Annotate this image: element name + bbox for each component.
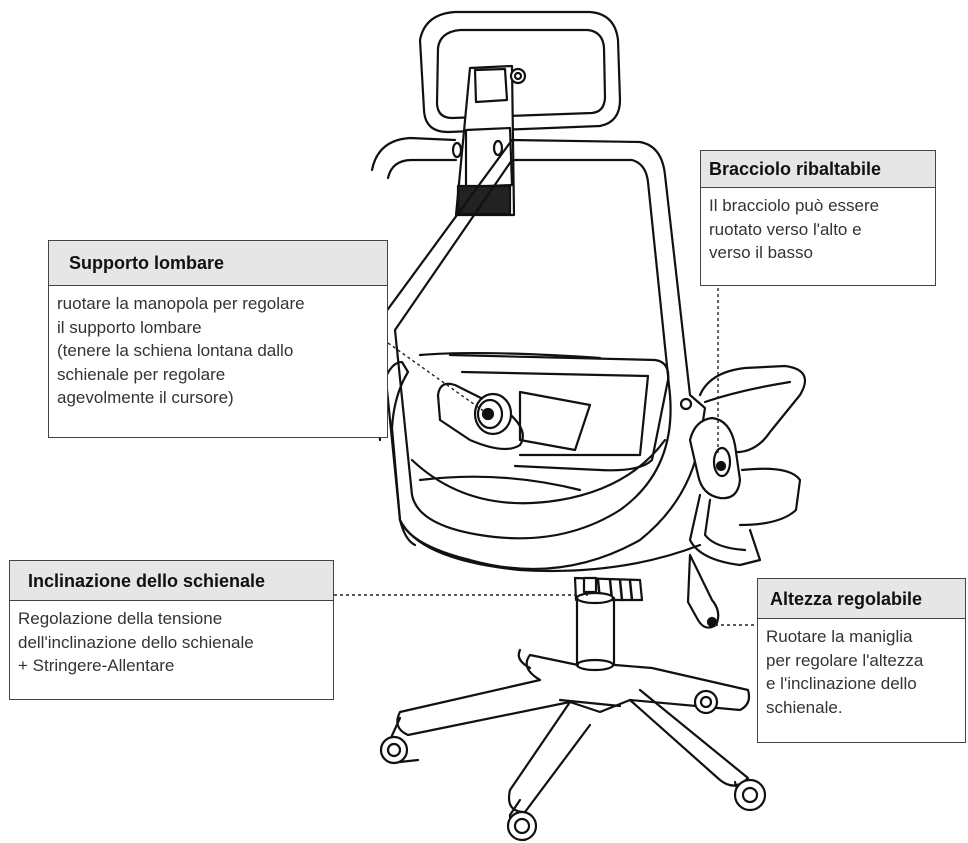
right-armrest: [681, 366, 805, 565]
callout-lumbar-support: Supporto lombare ruotare la manopola per…: [48, 240, 388, 438]
callout-text: Ruotare la maniglia per regolare l'altez…: [758, 619, 965, 725]
callout-title: Altezza regolabile: [758, 579, 965, 619]
callout-text: Il bracciolo può essere ruotato verso l'…: [701, 188, 935, 271]
callout-flip-armrest: Bracciolo ribaltabile Il bracciolo può e…: [700, 150, 936, 286]
callout-text: Regolazione della tensione dell'inclinaz…: [10, 601, 333, 684]
callout-title: Inclinazione dello schienale: [10, 561, 333, 601]
base: [397, 655, 749, 812]
callout-backrest-tilt: Inclinazione dello schienale Regolazione…: [9, 560, 334, 700]
backrest: [372, 138, 705, 569]
callout-text: ruotare la manopola per regolare il supp…: [49, 286, 387, 416]
callout-title: Supporto lombare: [49, 241, 387, 286]
headrest: [420, 12, 620, 215]
mechanism: [575, 555, 718, 670]
callout-title: Bracciolo ribaltabile: [701, 151, 935, 188]
callout-adjustable-height: Altezza regolabile Ruotare la maniglia p…: [757, 578, 966, 743]
